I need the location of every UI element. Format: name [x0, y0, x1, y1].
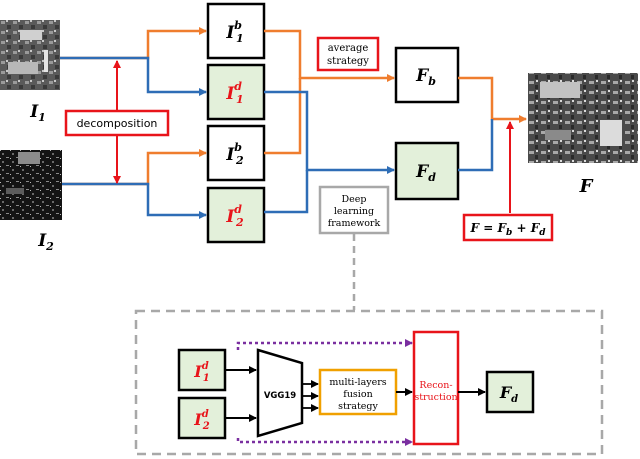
- fusion-strategy-box: [318, 368, 398, 416]
- vgg19-label: VGG19: [264, 391, 296, 401]
- reconstruction-label: Recon-struction: [414, 380, 457, 403]
- arrow-i2-to-i2d: [62, 182, 207, 219]
- label-i2: I2: [37, 231, 54, 253]
- skip-arrow-i2d: [236, 438, 413, 446]
- decomposition-label: decomposition: [77, 117, 158, 130]
- panel-box-i2d: [177, 396, 227, 440]
- detail-panel: [134, 309, 604, 456]
- deep-learning-framework-box: [318, 185, 390, 235]
- arrow-i2-to-i2b: [62, 149, 207, 186]
- arrow-i2d-to-fd: [264, 170, 309, 214]
- box-fb: [394, 46, 460, 104]
- arrow-fb-to-fused: [458, 76, 527, 123]
- panel-box-fd-label: Fd: [499, 383, 518, 405]
- arrow-i1-to-i1b: [60, 27, 207, 60]
- vgg19-block: [256, 348, 304, 438]
- box-fd: [394, 141, 460, 201]
- panel-box-i1d: [177, 348, 227, 392]
- arrow-i1-to-i1d: [60, 56, 207, 96]
- panel-box-fd: [485, 370, 535, 414]
- box-fb-label: Fb: [415, 66, 436, 88]
- arrow-i2b-to-fb: [264, 78, 302, 155]
- box-i1b: [206, 2, 266, 60]
- box-fd-label: Fd: [415, 162, 436, 184]
- arrow-i1d-to-fd: [264, 90, 395, 174]
- decomposition-box: [64, 109, 170, 137]
- box-i2b: [206, 124, 266, 182]
- source-image-infrared: [0, 20, 60, 90]
- average-strategy-box: [316, 36, 380, 72]
- label-i1: I1: [29, 102, 46, 124]
- skip-arrow-i1d: [236, 339, 413, 350]
- formula-label: F = Fb + Fd: [469, 221, 546, 238]
- fused-image: [528, 73, 638, 163]
- arrow-i1b-to-fb: [264, 29, 395, 82]
- source-image-visible: [0, 150, 62, 220]
- arrow-fd-to-fused: [458, 119, 494, 172]
- reconstruction-box: [412, 330, 460, 446]
- label-fused-output: F: [579, 176, 594, 197]
- formula-box: [462, 213, 554, 242]
- box-i2d: [206, 186, 266, 244]
